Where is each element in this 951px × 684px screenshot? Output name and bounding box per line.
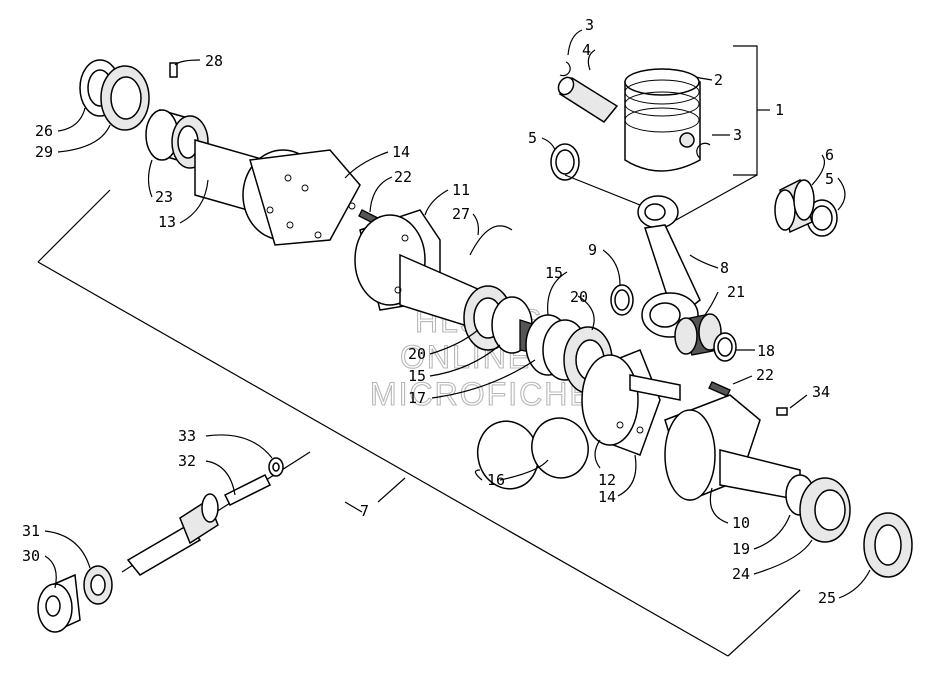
label-22-left: 22	[394, 168, 412, 186]
assembly-7-bracket	[37, 189, 801, 657]
dowel-pin-34	[776, 407, 788, 416]
label-13: 13	[158, 213, 176, 231]
label-7: 7	[360, 502, 369, 520]
circlip-left	[559, 61, 571, 77]
label-2: 2	[714, 71, 723, 89]
label-14-top: 14	[392, 143, 410, 161]
label-4: 4	[582, 41, 591, 59]
label-5-right: 5	[825, 170, 834, 188]
label-16: 16	[487, 471, 505, 489]
thrust-washer-left	[550, 143, 580, 181]
label-3-top: 3	[585, 16, 594, 34]
label-17: 17	[408, 389, 426, 407]
retaining-ring-27	[469, 225, 513, 256]
bearing-19-24	[785, 474, 851, 543]
label-20-top: 20	[570, 288, 588, 306]
label-22-right: 22	[756, 366, 774, 384]
needle-bearing-small-end	[774, 178, 815, 234]
washer-9	[610, 284, 634, 316]
screw-22-right	[708, 381, 731, 397]
label-27: 27	[452, 205, 470, 223]
dowel-pin-28	[169, 62, 178, 78]
crank-center-section	[354, 209, 481, 332]
wrist-pin	[557, 76, 619, 123]
label-15-left: 15	[408, 367, 426, 385]
label-3-right: 3	[733, 126, 742, 144]
o-ring-16-right	[531, 417, 589, 479]
label-19: 19	[732, 540, 750, 558]
watermark-line-3: MICROFICHE	[370, 376, 593, 412]
label-15-top: 15	[545, 264, 563, 282]
label-20-left: 20	[408, 345, 426, 363]
label-21: 21	[727, 283, 745, 301]
leader-lines	[44, 29, 871, 599]
label-12: 12	[598, 471, 616, 489]
needle-bearing-big-end	[674, 313, 722, 356]
label-8: 8	[720, 259, 729, 277]
label-26: 26	[35, 122, 53, 140]
label-11: 11	[452, 181, 470, 199]
callout-labels: 3 4 2 1 3 5 6 5 8 9 15 20 21 18 22 34 14…	[22, 16, 836, 607]
thrust-washer-right	[806, 199, 838, 237]
label-10: 10	[732, 514, 750, 532]
washer-33	[268, 457, 284, 477]
circlip-right	[696, 142, 711, 159]
bearing-29	[100, 65, 150, 131]
label-5-left: 5	[528, 129, 537, 147]
label-9: 9	[588, 241, 597, 259]
label-6: 6	[825, 146, 834, 164]
bearing-31	[83, 565, 113, 605]
label-33: 33	[178, 427, 196, 445]
label-23: 23	[155, 188, 173, 206]
crank-half-left	[194, 139, 361, 246]
crank-half-outer	[664, 394, 801, 501]
label-28: 28	[205, 52, 223, 70]
gear-30	[37, 573, 81, 633]
label-18: 18	[757, 342, 775, 360]
label-24: 24	[732, 565, 750, 583]
label-1: 1	[775, 101, 784, 119]
label-34: 34	[812, 383, 830, 401]
label-30: 30	[22, 547, 40, 565]
washer-18	[713, 332, 737, 362]
label-32: 32	[178, 452, 196, 470]
piston	[624, 68, 701, 172]
crank-half-right	[581, 349, 681, 456]
label-14-right: 14	[598, 488, 616, 506]
label-25: 25	[818, 589, 836, 607]
label-31: 31	[22, 522, 40, 540]
seal-25	[863, 512, 913, 578]
connecting-rod	[637, 195, 701, 338]
label-29: 29	[35, 143, 53, 161]
